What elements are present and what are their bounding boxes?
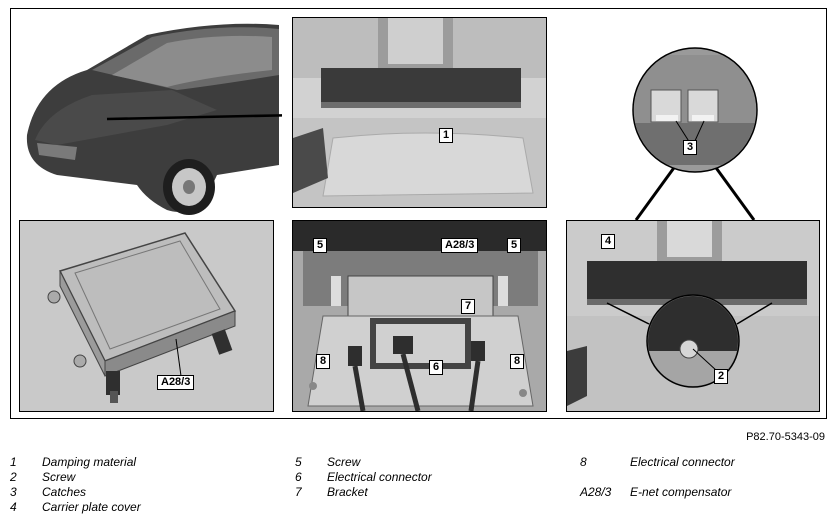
legend-text: Carrier plate cover xyxy=(42,500,141,514)
legend-column-3: 8 Electrical connector A28/3 E-net compens… xyxy=(580,455,735,500)
car-overview-illustration xyxy=(17,15,282,215)
legend-item: 5 Screw xyxy=(295,455,432,470)
legend-item: 4 Carrier plate cover xyxy=(10,500,141,515)
legend-item: 3 Catches xyxy=(10,485,141,500)
figure-reference-code: P82.70-5343-09 xyxy=(746,431,825,443)
legend-text: Screw xyxy=(42,470,76,484)
legend-column-1: 1 Damping material 2 Screw 3 Catches 4 Carri… xyxy=(10,455,141,515)
legend-item: 1 Damping material xyxy=(10,455,141,470)
leader-lines xyxy=(175,338,182,377)
callout-damping-material: 1 xyxy=(439,128,454,143)
legend-number: A28/3 xyxy=(580,485,612,499)
carrier-plate-photo-panel xyxy=(566,220,820,412)
legend-item: 7 Bracket xyxy=(295,485,432,500)
legend-item: 8 Electrical connector xyxy=(580,455,735,470)
legend-text: Electrical connector xyxy=(327,470,432,484)
legend-number: 4 xyxy=(10,500,17,514)
legend-item: A28/3 E-net compensator xyxy=(580,485,735,500)
callout-screw-right: 5 xyxy=(507,238,522,253)
legend-text: Bracket xyxy=(327,485,368,499)
legend-number: 1 xyxy=(10,455,17,469)
callout-bracket: 7 xyxy=(461,299,476,314)
legend-number: 6 xyxy=(295,470,302,484)
legend-item xyxy=(580,470,735,485)
callout-carrier-plate-cover: 4 xyxy=(601,234,616,249)
legend-text: Damping material xyxy=(42,455,137,469)
legend-number: 7 xyxy=(295,485,302,499)
legend-number: 5 xyxy=(295,455,302,469)
legend-text: Catches xyxy=(42,485,87,499)
legend-item: 2 Screw xyxy=(10,470,141,485)
module-photo-panel xyxy=(19,220,274,412)
callout-catches: 3 xyxy=(683,140,698,155)
legend-column-2: 5 Screw 6 Electrical connector 7 Bracket xyxy=(295,455,432,500)
callout-screw-left: 5 xyxy=(313,238,328,253)
callout-electrical-connector-6: 6 xyxy=(429,360,444,375)
figure-frame: 1 3 xyxy=(10,8,827,419)
callout-electrical-connector-left: 8 xyxy=(316,354,331,369)
callout-module-left: A28/3 xyxy=(157,375,195,390)
legend-number xyxy=(580,470,630,485)
callout-screw-bottom: 2 xyxy=(714,369,729,384)
bracket-photo-panel xyxy=(292,220,547,412)
legend-text: Electrical connector xyxy=(630,455,735,469)
legend-number: 3 xyxy=(10,485,17,499)
legend-number: 8 xyxy=(580,455,587,469)
legend-number: 2 xyxy=(10,470,17,484)
legend-text: E-net compensator xyxy=(630,485,732,499)
callout-electrical-connector-right: 8 xyxy=(510,354,525,369)
callout-module-top: A28/3 xyxy=(441,238,479,253)
legend-item: 6 Electrical connector xyxy=(295,470,432,485)
legend-text: Screw xyxy=(327,455,361,469)
trunk-photo-panel xyxy=(292,17,547,208)
